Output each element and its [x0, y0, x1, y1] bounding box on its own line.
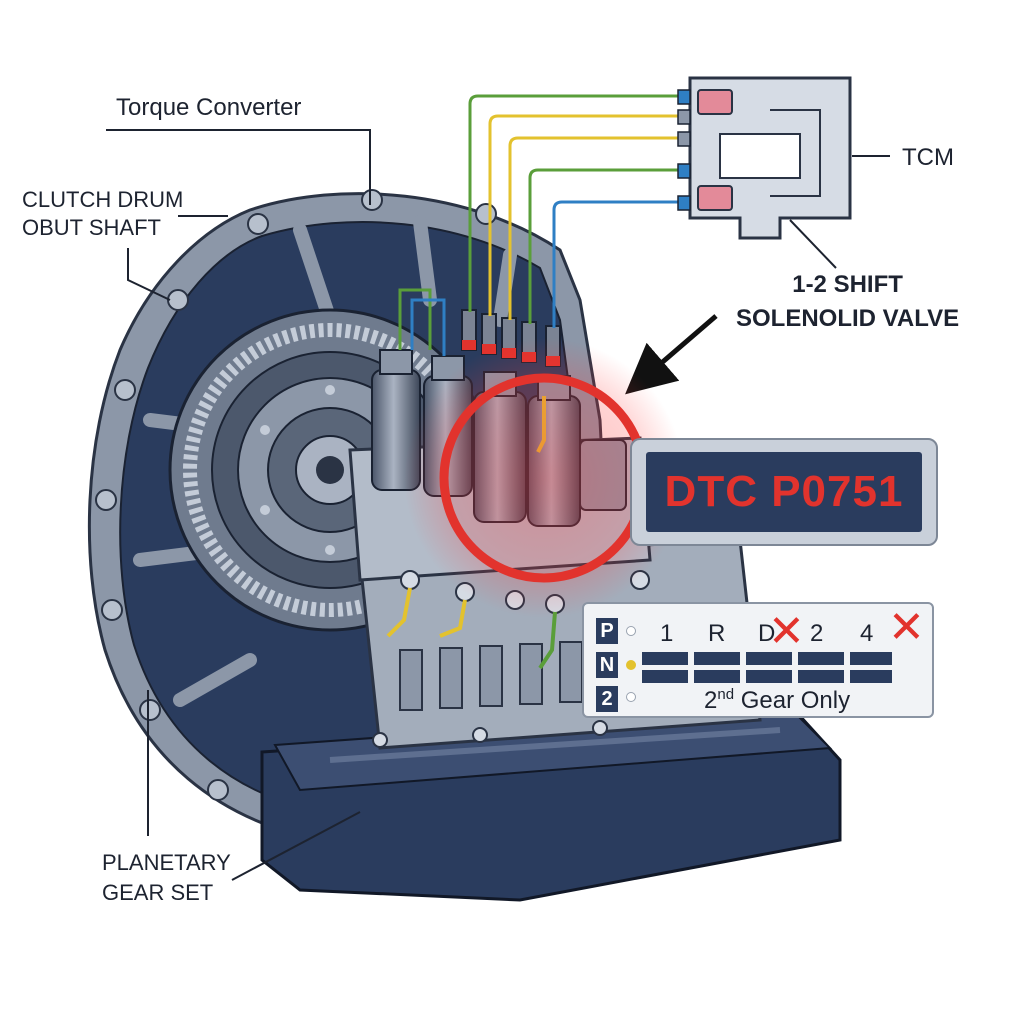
blocked-gear-x-icon: ✕	[768, 606, 805, 657]
gear-status-note: 2nd Gear Only	[704, 686, 850, 715]
gear-letter-p: P	[596, 618, 618, 644]
gear-bar-segment	[850, 652, 892, 665]
dtc-screen: DTC P0751	[646, 452, 922, 532]
solenoid-label-line1: 1-2 SHIFT	[792, 271, 903, 298]
oil-pan	[260, 706, 842, 902]
solenoid-label: 1-2 SHIFT SOLENOLID VALVE	[736, 268, 959, 336]
gear-bar-segment	[642, 670, 688, 683]
clutch-drum-text: CLUTCH DRUM	[22, 187, 184, 212]
torque-converter-label: Torque Converter	[116, 94, 302, 121]
gear-letter-2: 2	[596, 686, 618, 712]
gear-position-r: R	[708, 620, 726, 647]
gear-bar-segment	[694, 670, 740, 683]
gear-bar-segment	[798, 670, 844, 683]
indicator-dot	[626, 626, 636, 636]
gear-note-ordinal: 2	[704, 687, 718, 714]
gear-bar-segment	[798, 652, 844, 665]
gear-bar-segment	[642, 652, 688, 665]
gear-letter-n: N	[596, 652, 618, 678]
gear-bar-segment	[694, 652, 740, 665]
tcm-module	[677, 76, 852, 240]
planetary-label-line2: GEAR SET	[102, 880, 214, 905]
gear-position-2: 2	[810, 620, 824, 647]
gear-note-text: Gear Only	[734, 687, 851, 714]
indicator-dot	[626, 692, 636, 702]
gear-bar-segment	[850, 670, 892, 683]
indicator-dot-active	[626, 660, 636, 670]
solenoid-arrow	[625, 314, 718, 395]
gear-selector-panel: P N 2 1 R D 2 4 ✕ ✕ 2nd Gear Only	[582, 602, 934, 718]
tcm-label: TCM	[902, 144, 954, 171]
dtc-code: DTC P0751	[664, 467, 904, 516]
gear-position-1: 1	[660, 620, 674, 647]
clutch-drum-label: CLUTCH DRUM OBUT SHAFT	[22, 186, 183, 242]
dtc-display: DTC P0751	[630, 438, 938, 546]
planetary-label-line1: PLANETARY	[102, 850, 231, 875]
gear-note-suffix: nd	[717, 686, 735, 703]
leader-lines	[106, 129, 890, 881]
gear-bar-segment	[746, 670, 792, 683]
gear-position-4: 4	[860, 620, 874, 647]
planetary-gear-label: PLANETARY GEAR SET	[102, 848, 231, 908]
solenoid-label-line2: SOLENOLID VALVE	[736, 305, 960, 332]
output-shaft-text: OBUT SHAFT	[22, 215, 161, 240]
blocked-gear-x-icon: ✕	[888, 602, 925, 653]
gear-position-d: D	[758, 620, 776, 647]
gear-bar-segment	[746, 652, 792, 665]
